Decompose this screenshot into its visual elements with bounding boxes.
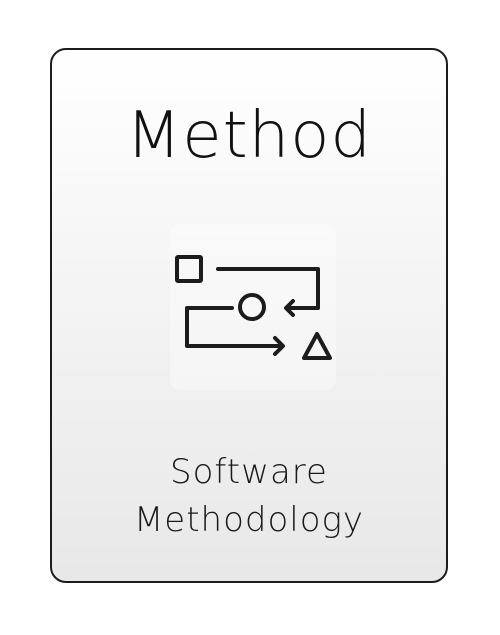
circle-shape (238, 293, 266, 321)
square-shape (175, 255, 203, 283)
flow-line-top (216, 267, 320, 310)
process-flow-icon (170, 224, 336, 390)
arrowhead-right (273, 336, 285, 356)
triangle-shape (302, 332, 332, 360)
method-card[interactable]: Method Software Methodology (50, 48, 448, 583)
flow-line-bottom (185, 306, 284, 348)
subtitle-line-1: Software (170, 452, 328, 492)
card-title: Method (125, 99, 373, 173)
subtitle-line-2: Methodology (133, 500, 365, 540)
arrowhead-left (284, 299, 295, 317)
card-subtitle: Software Methodology (52, 448, 446, 544)
